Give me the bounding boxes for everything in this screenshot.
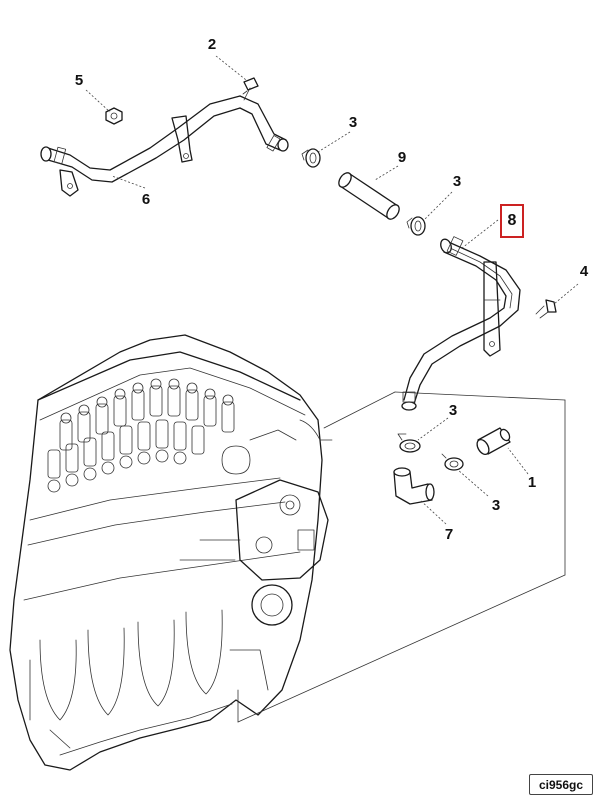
bolt-part-2	[242, 77, 259, 101]
clamp-part-3-upper	[301, 148, 321, 168]
fitting-part-1	[476, 427, 511, 456]
callout-3-lower-right: 3	[491, 497, 501, 514]
callout-7: 7	[444, 526, 454, 543]
callout-9: 9	[397, 149, 407, 166]
callout-2: 2	[207, 36, 217, 53]
bolt-part-4	[535, 299, 557, 319]
callout-3-lower-left: 3	[448, 402, 458, 419]
callout-6: 6	[141, 191, 151, 208]
callout-4: 4	[579, 263, 589, 280]
clamp-part-3-middle	[406, 216, 426, 236]
clamp-part-3-lower-left	[397, 433, 421, 453]
clamp-part-3-lower-right	[441, 453, 464, 471]
callout-3-upper: 3	[348, 114, 358, 131]
tube-part-8	[401, 236, 521, 411]
tube-part-6	[40, 95, 289, 197]
callout-3-middle: 3	[452, 173, 462, 190]
callout-1: 1	[527, 474, 537, 491]
reference-box	[237, 391, 566, 723]
elbow-part-7	[393, 467, 435, 505]
nut-part-5	[105, 107, 123, 125]
callout-8-highlighted: 8	[500, 204, 524, 238]
hose-part-9	[338, 172, 400, 220]
figure-code-label: ci956gc	[529, 774, 593, 795]
engine-block	[9, 334, 333, 771]
leader-lines	[85, 55, 579, 525]
callout-5: 5	[74, 72, 84, 89]
